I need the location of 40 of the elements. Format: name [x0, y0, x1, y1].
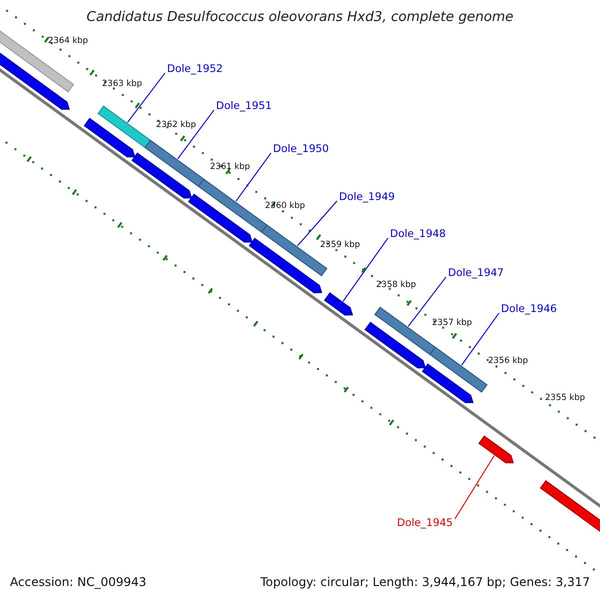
genome-info-text: Topology: circular; Length: 3,944,167 bp; Genes: 3,317: [260, 575, 590, 589]
gene-bar: [364, 322, 426, 368]
gene-label: Dole_1950: [273, 143, 329, 155]
scale-label: 2358 kbp: [376, 280, 416, 290]
gene-bar: [422, 363, 474, 404]
gene-bar: [131, 152, 192, 198]
accession-text: Accession: NC_009943: [10, 575, 146, 589]
gene-bar: [429, 346, 488, 393]
leader-line: [177, 110, 214, 160]
leader-line: [408, 276, 446, 327]
scale-label: 2364 kbp: [48, 36, 88, 46]
scale-label: 2363 kbp: [102, 79, 142, 89]
gene-label: Dole_1948: [390, 228, 446, 240]
gene-label: Dole_1951: [216, 100, 272, 112]
gene-label: Dole_1945: [397, 517, 453, 529]
gene-label: Dole_1949: [339, 191, 395, 203]
leader-line: [461, 312, 500, 366]
gene-bar: [188, 194, 253, 243]
scale-label: 2361 kbp: [210, 162, 250, 172]
title: Candidatus Desulfococcus oleovorans Hxd3, complete genome: [86, 9, 514, 25]
gene-bar: [84, 118, 136, 158]
gene-bar: [324, 292, 354, 316]
scale-label: 2355 kbp: [545, 393, 586, 403]
scale-label: 2356 kbp: [488, 356, 528, 366]
scale-label: 2362 kbp: [156, 120, 196, 130]
gene-bar: [248, 238, 322, 294]
scale-label: 2360 kbp: [265, 201, 306, 211]
gene-bar: [478, 435, 514, 464]
gene-label: Dole_1952: [167, 63, 223, 75]
gene-label: Dole_1947: [448, 267, 504, 279]
scale-label: 2359 kbp: [320, 240, 360, 250]
scale-label: 2357 kbp: [432, 318, 472, 328]
gene-bar: [98, 106, 152, 148]
leader-line: [127, 72, 166, 123]
gene-bar: [144, 140, 204, 188]
leader-line: [296, 200, 338, 246]
leader-line: [342, 238, 388, 302]
gene-label: Dole_1946: [501, 303, 557, 315]
leader-line: [454, 455, 495, 520]
leader-line: [235, 152, 272, 202]
